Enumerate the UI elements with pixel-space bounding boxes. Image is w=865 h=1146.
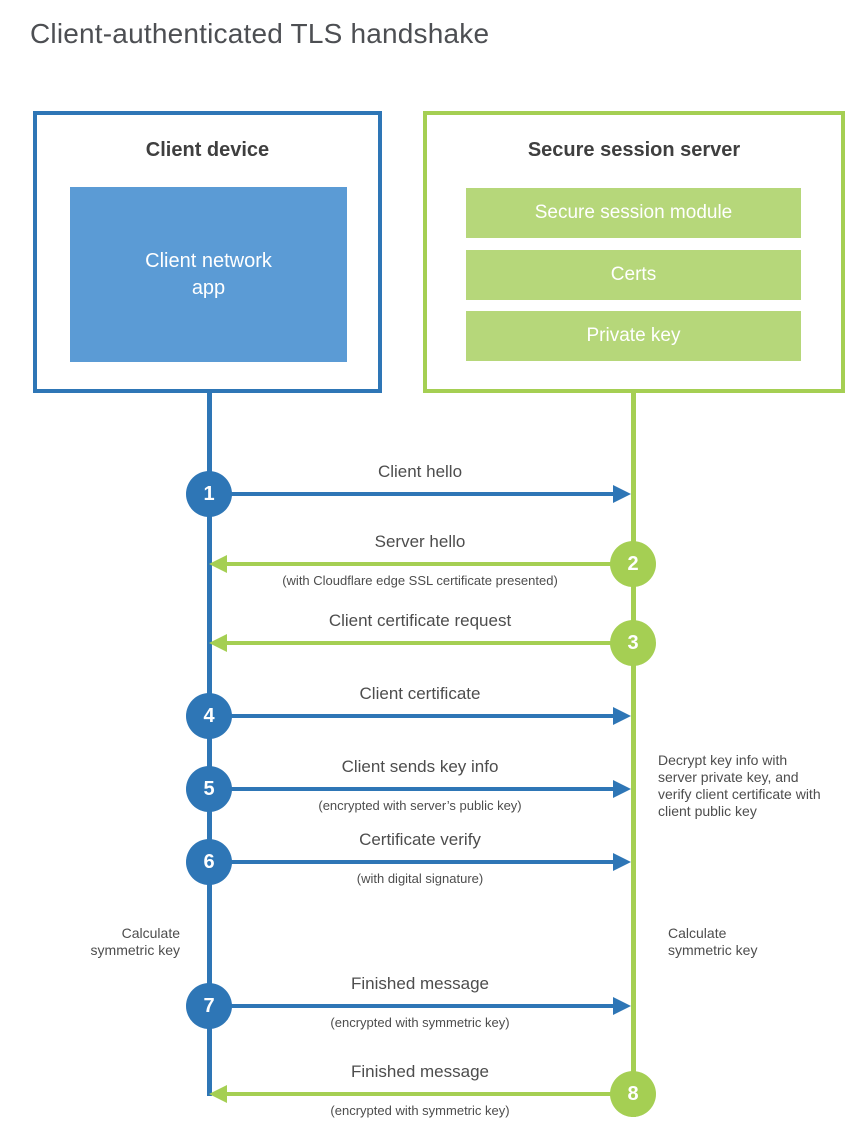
- client-calculate-symmetric-key-note: Calculate symmetric key: [90, 925, 180, 958]
- message-sublabel-7: (encrypted with symmetric key): [330, 1015, 510, 1030]
- message-label-4: Client certificate: [359, 684, 481, 703]
- server-decrypt-note: Decrypt key info with server private key…: [658, 752, 821, 819]
- message-label-6: Certificate verify: [359, 830, 481, 849]
- step-circle-6: 6: [186, 839, 232, 885]
- message-sublabel-2: (with Cloudflare edge SSL certificate pr…: [282, 573, 558, 588]
- arrow-head-4: [613, 707, 631, 725]
- step-circle-7: 7: [186, 983, 232, 1029]
- arrow-head-2: [209, 555, 227, 573]
- message-label-1: Client hello: [377, 462, 463, 481]
- step-circle-2: 2: [610, 541, 656, 587]
- server-calculate-symmetric-key-note: Calculate symmetric key: [668, 925, 758, 958]
- arrow-6: [209, 860, 613, 864]
- message-sublabel-6: (with digital signature): [356, 871, 484, 886]
- server-module-secure-session: Secure session module: [466, 188, 801, 238]
- arrow-3: [227, 641, 633, 645]
- message-label-5: Client sends key info: [341, 757, 499, 776]
- arrow-5: [209, 787, 613, 791]
- step-circle-3: 3: [610, 620, 656, 666]
- client-network-app-box: Client network app: [70, 187, 347, 362]
- message-label-8: Finished message: [351, 1062, 489, 1081]
- step-circle-1: 1: [186, 471, 232, 517]
- arrow-2: [227, 562, 633, 566]
- page-title: Client-authenticated TLS handshake: [30, 18, 490, 49]
- message-label-2: Server hello: [374, 532, 466, 551]
- arrow-head-7: [613, 997, 631, 1015]
- message-label-7: Finished message: [351, 974, 489, 993]
- secure-session-server-title: Secure session server: [527, 139, 741, 161]
- client-lifeline: [207, 391, 212, 1096]
- step-circle-4: 4: [186, 693, 232, 739]
- message-label-3: Client certificate request: [328, 611, 512, 630]
- arrow-head-5: [613, 780, 631, 798]
- message-sublabel-8: (encrypted with symmetric key): [330, 1103, 510, 1118]
- arrow-head-3: [209, 634, 227, 652]
- arrow-8: [227, 1092, 633, 1096]
- step-circle-5: 5: [186, 766, 232, 812]
- server-lifeline: [631, 391, 636, 1117]
- server-module-certs: Certs: [466, 250, 801, 300]
- arrow-4: [209, 714, 613, 718]
- server-module-private-key: Private key: [466, 311, 801, 361]
- arrow-1: [209, 492, 613, 496]
- step-circle-8: 8: [610, 1071, 656, 1117]
- arrow-7: [209, 1004, 613, 1008]
- client-device-title: Client device: [145, 139, 270, 161]
- client-network-app-label: Client network app: [145, 249, 272, 299]
- arrow-head-1: [613, 485, 631, 503]
- arrow-head-8: [209, 1085, 227, 1103]
- arrow-head-6: [613, 853, 631, 871]
- message-sublabel-5: (encrypted with server’s public key): [318, 798, 522, 813]
